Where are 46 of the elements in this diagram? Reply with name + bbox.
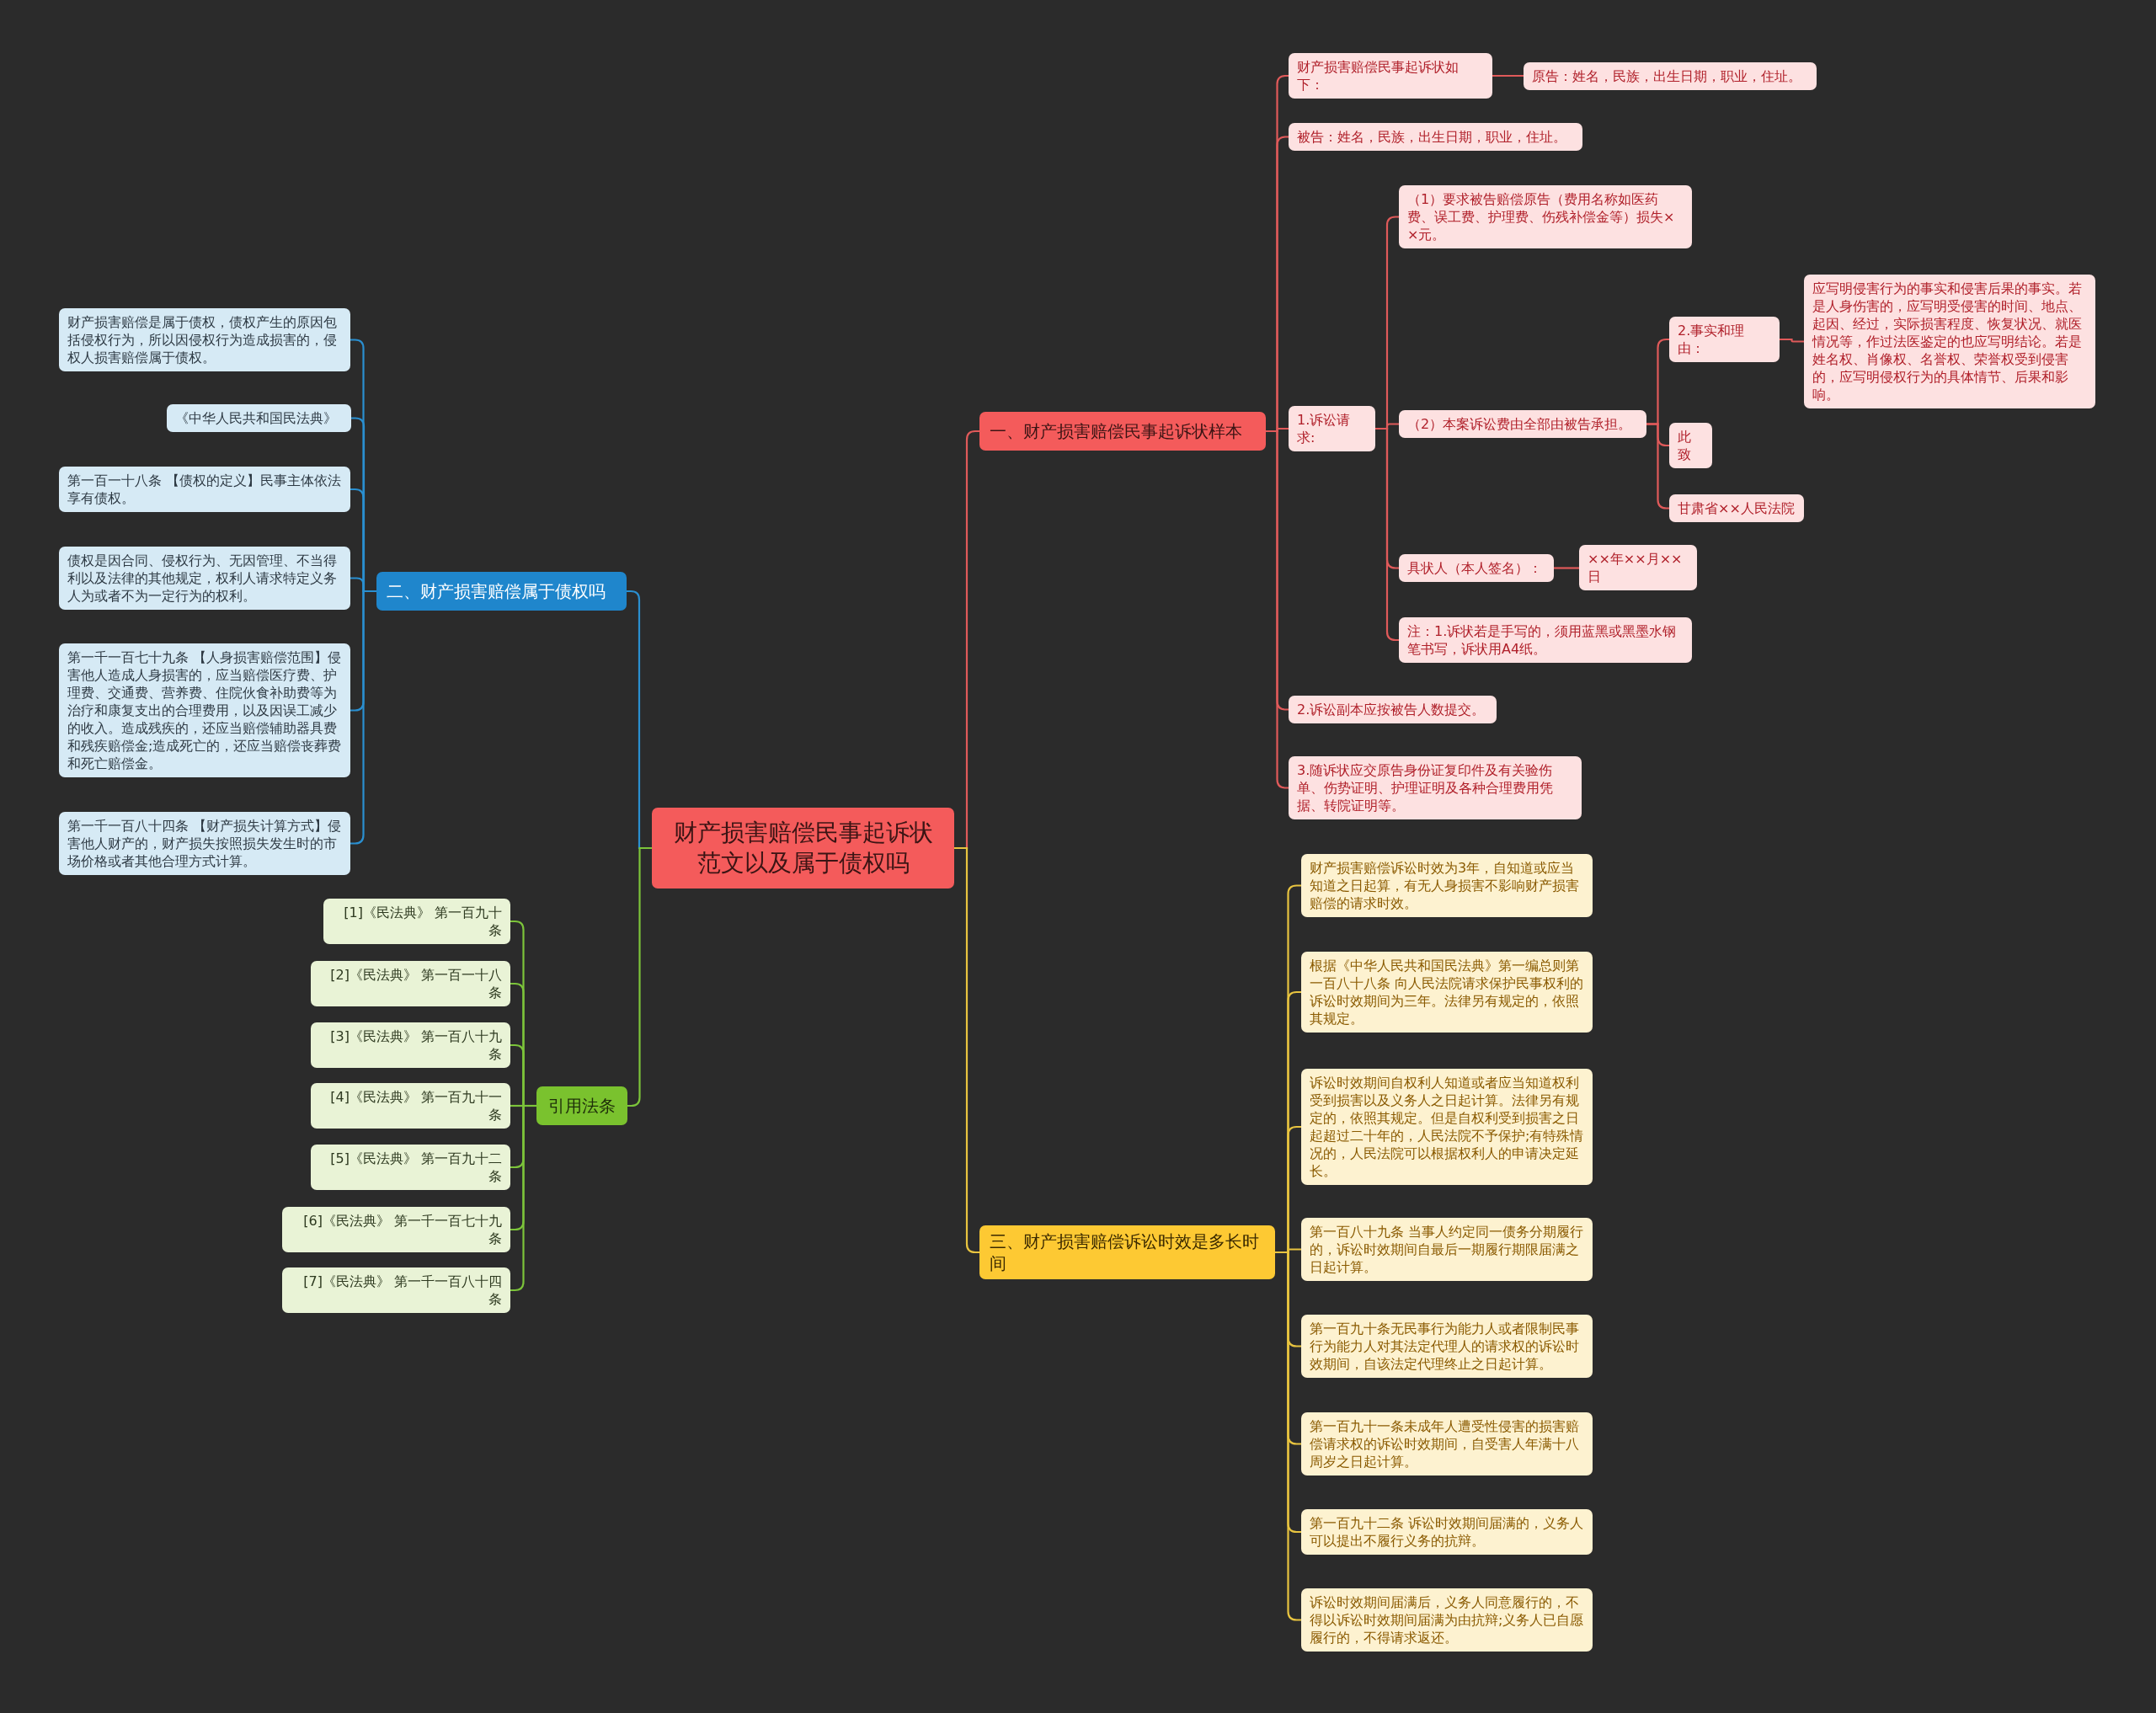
central-topic-box: 财产损害赔偿民事起诉状范文以及属于债权吗 <box>652 808 954 889</box>
subtopic-box: 具状人（本人签名）： <box>1399 553 1554 582</box>
topic-box: 引用法条 <box>536 1086 627 1125</box>
subtopic-box: [4]《民法典》 第一百九十一条 <box>311 1083 510 1129</box>
topic-box: 二、财产损害赔偿属于债权吗 <box>376 572 627 611</box>
subtopic-box: [7]《民法典》 第一千一百八十四条 <box>282 1267 510 1313</box>
subtopic-box: [2]《民法典》 第一百一十八条 <box>311 961 510 1006</box>
subtopic-box: 注：1.诉状若是手写的，须用蓝黑或黑墨水钢笔书写，诉状用A4纸。 <box>1399 617 1692 663</box>
connector-line <box>1780 338 1804 343</box>
topic-box: 三、财产损害赔偿诉讼时效是多长时间 <box>979 1225 1275 1279</box>
subtopic-box: 被告：姓名，民族，出生日期，职业，住址。 <box>1289 122 1582 151</box>
subtopic-box: 财产损害赔偿诉讼时效为3年，自知道或应当知道之日起算，有无人身损害不影响财产损害赔偿的请求时效。 <box>1301 853 1593 917</box>
subtopic-box: [3]《民法典》 第一百八十九条 <box>311 1022 510 1068</box>
connector-line <box>1554 567 1579 569</box>
connector-line <box>1492 74 1524 77</box>
subtopic-box: 第一百一十八条 【债权的定义】民事主体依法享有债权。 <box>59 467 350 512</box>
subtopic-box: 《中华人民共和国民法典》 <box>167 403 351 432</box>
connector-line <box>1275 1251 1301 1621</box>
subtopic-box: 第一百八十九条 当事人约定同一债务分期履行的，诉讼时效期间自最后一期履行期限届满之日起计算。 <box>1301 1217 1593 1281</box>
subtopic-box: [1]《民法典》 第一百九十条 <box>323 899 510 944</box>
subtopic-box: （1）要求被告赔偿原告（费用名称如医药费、误工费、护理费、伤残补偿金等）损失××元。 <box>1399 184 1692 248</box>
connector-line <box>1266 430 1289 789</box>
subtopic-box: 第一百九十条无民事行为能力人或者限制民事行为能力人对其法定代理人的请求权的诉讼时效期间，自该法定代理终止之日起计算。 <box>1301 1314 1593 1378</box>
topic-box: 一、财产损害赔偿民事起诉状样本 <box>979 412 1266 451</box>
subtopic-box: 第一百九十二条 诉讼时效期间届满的，义务人可以提出不履行义务的抗辩。 <box>1301 1509 1593 1555</box>
subtopic-box: 财产损害赔偿是属于债权，债权产生的原因包括侵权行为，所以因侵权行为造成损害的，侵权人损害赔偿属于债权。 <box>59 307 350 371</box>
subtopic-box: （2）本案诉讼费由全部由被告承担。 <box>1399 409 1646 438</box>
subtopic-box: 甘肃省××人民法院 <box>1669 494 1804 522</box>
subtopic-box: 诉讼时效期间自权利人知道或者应当知道权利受到损害以及义务人之日起计算。法律另有规定的，依照其规定。但是自权利受到损害之日起超过二十年的，人民法院不予保护;有特殊情况的，人民法院可以根据权利人的申请决定延长。 <box>1301 1069 1593 1185</box>
subtopic-box: ××年××月××日 <box>1579 545 1697 590</box>
subtopic-box: [5]《民法典》 第一百九十二条 <box>311 1145 510 1190</box>
subtopic-box: 第一百九十一条未成年人遭受性侵害的损害赔偿请求权的诉讼时效期间，自受害人年满十八周岁之日起计算。 <box>1301 1411 1593 1476</box>
subtopic-box: 原告：姓名，民族，出生日期，职业，住址。 <box>1524 61 1817 90</box>
subtopic-box: 此致 <box>1669 423 1712 468</box>
subtopic-box: 第一千一百八十四条 【财产损失计算方式】侵害他人财产的，财产损失按照损失发生时的市场价格或者其他合理方式计算。 <box>59 811 350 875</box>
subtopic-box: 财产损害赔偿民事起诉状如下： <box>1289 53 1492 99</box>
subtopic-box: 根据《中华人民共和国民法典》第一编总则第一百八十八条 向人民法院请求保护民事权利的诉讼时效期间为三年。法律另有规定的，依照其规定。 <box>1301 952 1593 1033</box>
subtopic-box: [6]《民法典》 第一千一百七十九条 <box>282 1207 510 1252</box>
subtopic-box: 3.随诉状应交原告身份证复印件及有关验伤单、伤势证明、护理证明及各种合理费用凭据、转院证明等。 <box>1289 755 1582 819</box>
subtopic-box: 第一千一百七十九条 【人身损害赔偿范围】侵害他人造成人身损害的，应当赔偿医疗费、护理费、交通费、营养费、住院伙食补助费等为治疗和康复支出的合理费用，以及因误工减少的收入。造成残疾的，还应当赔偿辅助器具费和残疾赔偿金;造成死亡的，还应当赔偿丧葬费和死亡赔偿金。 <box>59 643 350 777</box>
subtopic-box: 1.诉讼请求: <box>1289 406 1375 451</box>
subtopic-box: 诉讼时效期间届满后，义务人同意履行的，不得以诉讼时效期间届满为由抗辩;义务人已自愿履行的，不得请求返还。 <box>1301 1588 1593 1652</box>
subtopic-box: 债权是因合同、侵权行为、无因管理、不当得利以及法律的其他规定，权利人请求特定义务人为或者不为一定行为的权利。 <box>59 546 350 610</box>
subtopic-box: 2.诉讼副本应按被告人数提交。 <box>1289 695 1497 723</box>
subtopic-box: 2.事实和理由： <box>1669 317 1780 362</box>
subtopic-box: 应写明侵害行为的事实和侵害后果的事实。若是人身伤害的，应写明受侵害的时间、地点、起因、经过，实际损害程度、恢复状况、就医情况等，作过法医鉴定的也应写明结论。若是姓名权、肖像权、名誉权、荣誉权受到侵害的，应写明侵权行为的具体情节、后果和影响。 <box>1804 274 2095 408</box>
